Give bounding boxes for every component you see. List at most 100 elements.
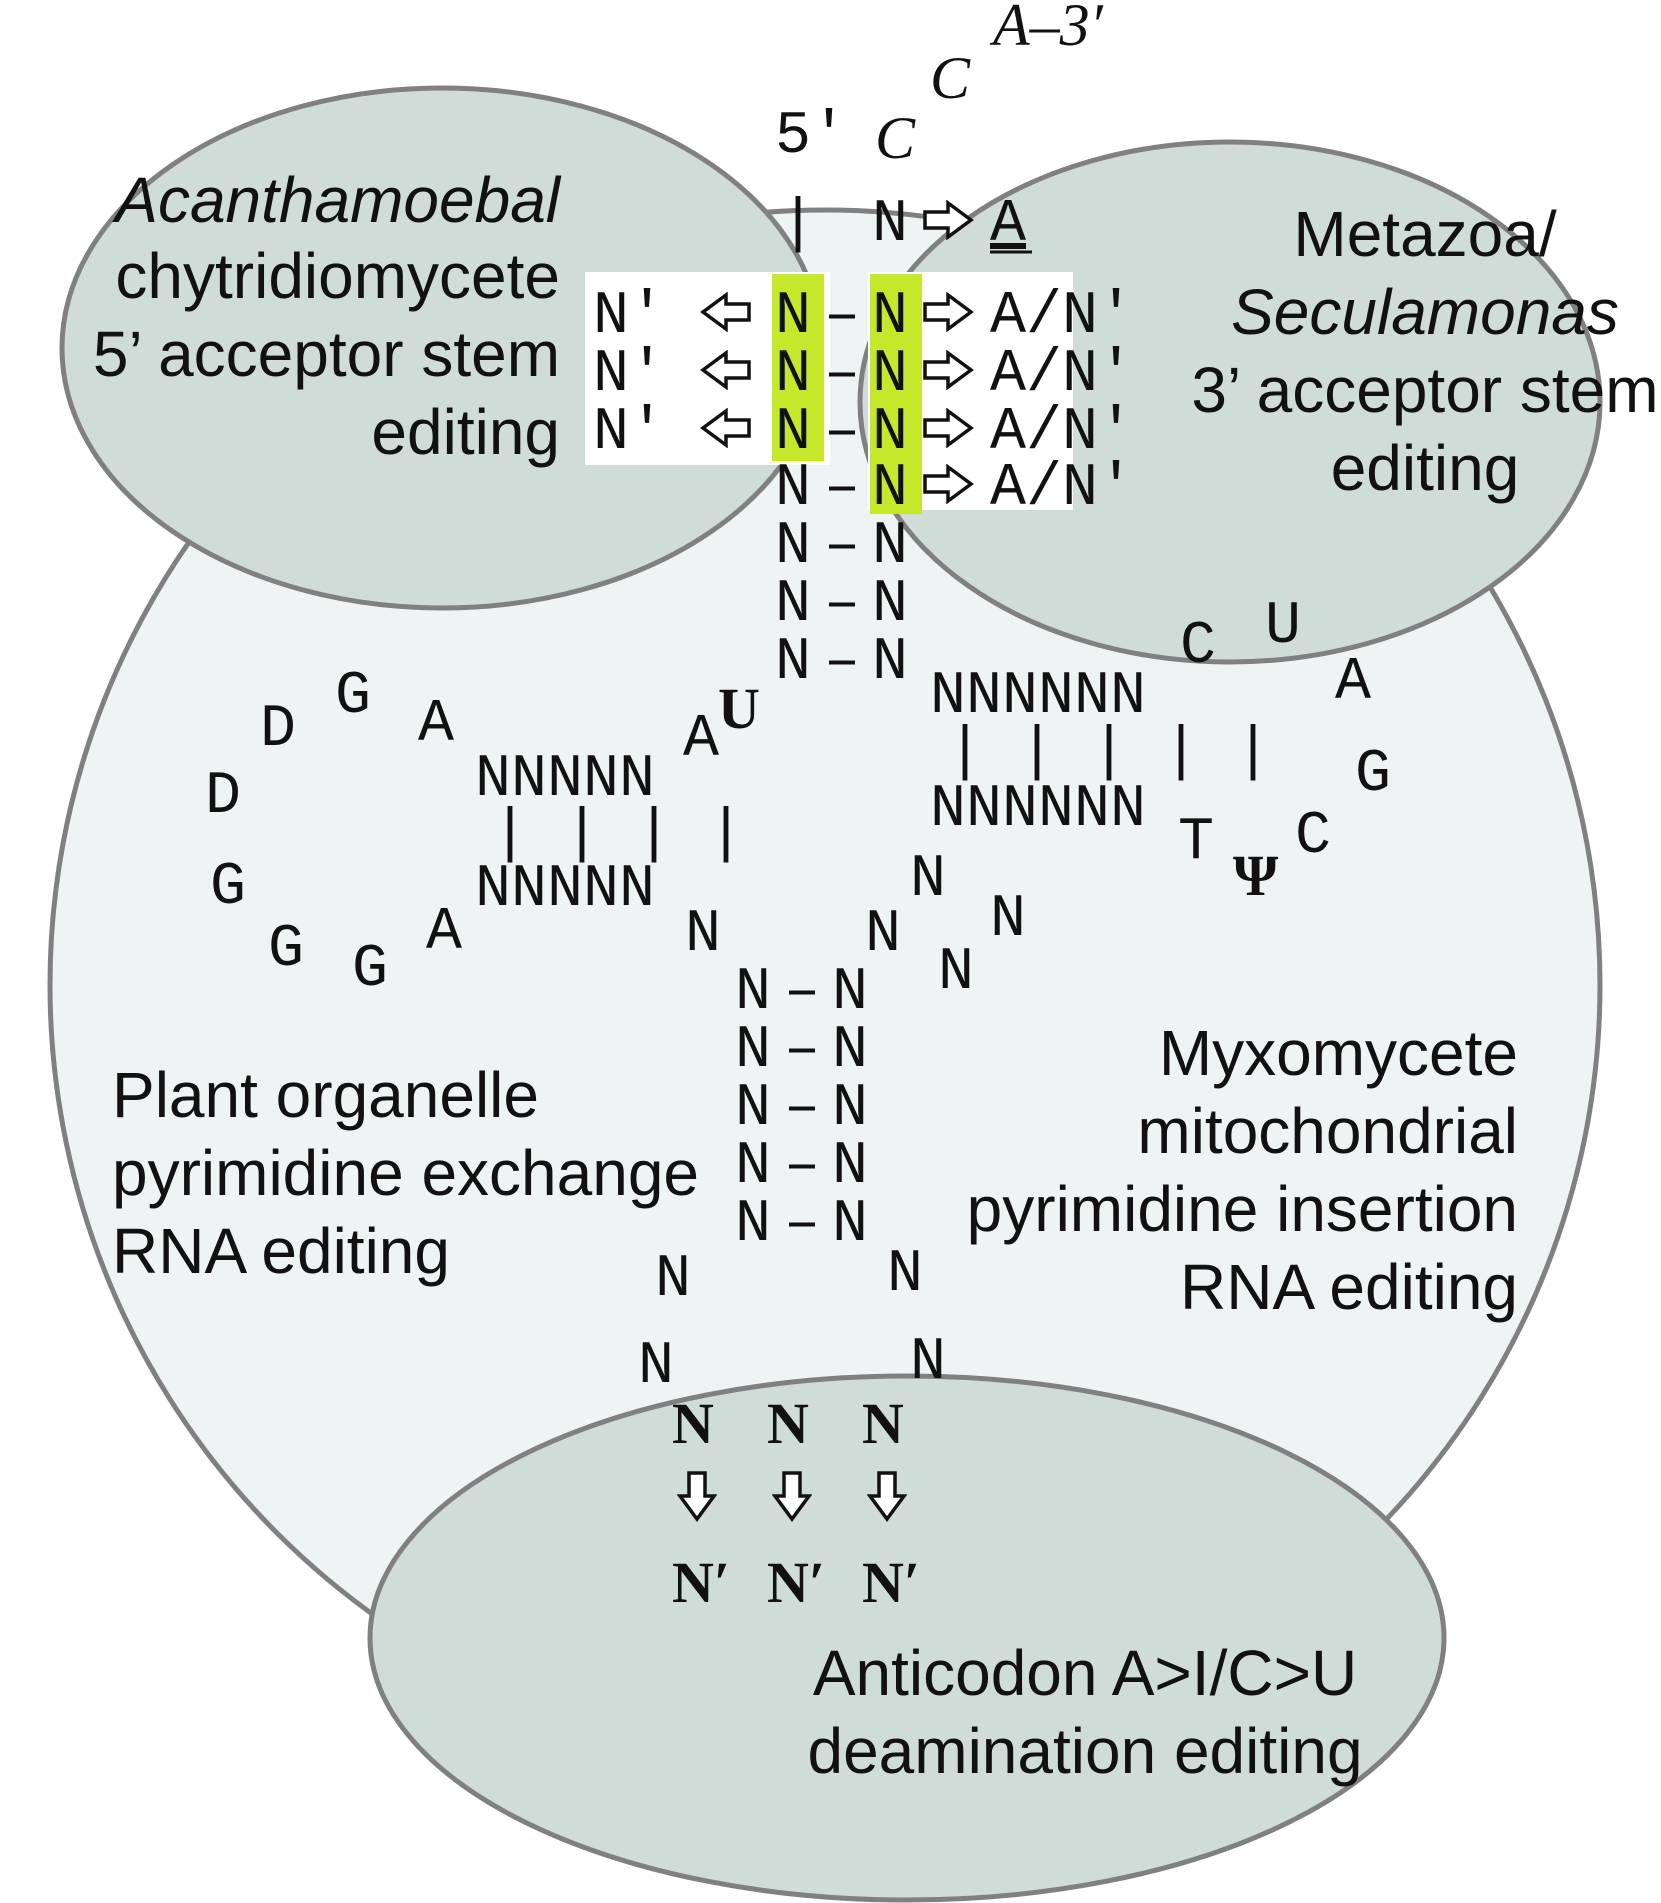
variable-loop-n1: N (910, 846, 946, 914)
t-stem-bars: | | | | | (947, 719, 1271, 787)
d-loop-a1: A (683, 706, 719, 774)
anticodon-stem-row-1: N – N (735, 959, 868, 1027)
acceptor-row-7: N – N (775, 629, 908, 697)
anticodon-n1: N (672, 1391, 714, 1456)
anticodon-loop-n-right1: N (887, 1241, 923, 1309)
t-loop-a: A (1335, 649, 1371, 717)
acceptor-row-1: N′ N – N A/N′ (593, 283, 1134, 351)
t-loop-c2: C (1295, 803, 1331, 871)
d-loop-a2: A (418, 691, 454, 759)
acanth-label-line2: chytridiomycete (115, 240, 560, 312)
anticodon-stem-row-3-n5: N (735, 1075, 771, 1143)
five-prime-label: 5′ (775, 103, 847, 171)
discriminator-n: N (872, 191, 908, 259)
anticodon-stem-row-5-n5: N (735, 1191, 771, 1259)
highlight-5prime-strand (772, 274, 824, 461)
d-loop-d2: D (205, 763, 241, 831)
acceptor-row-2: N′ N – N A/N′ (593, 341, 1134, 409)
acceptor-row-7-dash: – (824, 629, 860, 697)
anticodon-stem-row-3-n3: N (832, 1075, 868, 1143)
anticodon-stem-row-3-dash: – (784, 1075, 820, 1143)
anticodon-stem-row-4-n5: N (735, 1133, 771, 1201)
acanth-label-italic: Acanthamoebal (111, 164, 562, 236)
acceptor-row-2-dash: – (824, 341, 860, 409)
d-stem-bottom: NNNNN (475, 856, 655, 924)
anticodon-stem-row-2-dash: – (784, 1017, 820, 1085)
antic-label-line1: Anticodon A>I/C>U (813, 1637, 1357, 1709)
acceptor-row-3: N′ N – N A/N′ (593, 399, 1134, 467)
acceptor-row-6-dash: – (824, 571, 860, 639)
anticodon-loop-n-right2: N (910, 1329, 946, 1397)
meta-label-line1: Metazoa/ (1293, 198, 1556, 270)
acceptor-row-1-n5: N (775, 283, 811, 351)
anticodon-stem-row-1-n5: N (735, 959, 771, 1027)
cca-c1: C (875, 105, 916, 171)
t-stem-top: NNNNNN (930, 663, 1146, 731)
acceptor-row-5-dash: – (824, 513, 860, 581)
acceptor-row-6-n5: N (775, 571, 811, 639)
anticodon-stem-row-2-n3: N (832, 1017, 868, 1085)
u8-bold: U (718, 676, 760, 741)
five-prime-bar: | (780, 191, 816, 259)
acceptor-row-3-dash: – (824, 399, 860, 467)
t-loop-u: U (1265, 593, 1301, 661)
acceptor-row-2-n5: N (775, 341, 811, 409)
acceptor-row-7-n3: N (872, 629, 908, 697)
plant-label-line2: pyrimidine exchange (112, 1137, 699, 1209)
anticodon-loop-n-left2: N (638, 1333, 674, 1401)
acceptor-row-3-n5: N (775, 399, 811, 467)
t-loop-psi: Ψ (1233, 843, 1279, 908)
acceptor-row-1-dash: – (824, 283, 860, 351)
meta-label-line4: editing (1331, 432, 1520, 504)
d-stem-bars: | | | | (492, 801, 744, 869)
anticodon-stem-row-2-n5: N (735, 1017, 771, 1085)
d-loop-a3: A (426, 899, 462, 967)
acceptor-row-1-left-nprime: N′ (593, 283, 665, 351)
meta-label-italic: Seculamonas (1231, 276, 1619, 348)
anticodon-stem-row-5-dash: – (784, 1191, 820, 1259)
d-loop-g1: G (335, 663, 371, 731)
variable-loop-n4: N (938, 939, 974, 1007)
t-loop-g: G (1355, 741, 1391, 809)
acanth-label-line3: 5’ acceptor stem (93, 318, 560, 390)
anticodon-edited-n2: N′ (767, 1550, 825, 1615)
anticodon-ellipse (367, 1373, 1447, 1903)
variable-loop-n3: N (865, 901, 901, 969)
acceptor-row-2-right-label: A/N′ (990, 341, 1134, 409)
acceptor-row-2-n3: N (872, 341, 908, 409)
acceptor-row-5-n3: N (872, 513, 908, 581)
plant-label-line3: RNA editing (112, 1215, 450, 1287)
acceptor-row-3-left-nprime: N′ (593, 399, 665, 467)
discriminator-a: A (990, 191, 1026, 259)
acceptor-row-3-right-label: A/N′ (990, 399, 1134, 467)
anticodon-stem-row-5: N – N (735, 1191, 868, 1259)
acceptor-row-6-n3: N (872, 571, 908, 639)
acceptor-row-4-dash: – (824, 455, 860, 523)
myxo-label-line1: Myxomycete (1159, 1017, 1518, 1089)
acceptor-row-2-left-nprime: N′ (593, 341, 665, 409)
plant-label-line1: Plant organelle (112, 1059, 539, 1131)
three-prime-end: A–3′ (989, 0, 1104, 58)
cca-c2: C (930, 45, 971, 111)
t-loop-t: T (1178, 809, 1214, 877)
anticodon-stem-row-5-n3: N (832, 1191, 868, 1259)
d-arm-junction-n: N (685, 901, 721, 969)
myxo-label-line3: pyrimidine insertion (967, 1173, 1518, 1245)
variable-loop-n2: N (990, 886, 1026, 954)
t-loop-c1: C (1180, 613, 1216, 681)
anticodon-stem-row-1-dash: – (784, 959, 820, 1027)
acceptor-row-4-n3: N (872, 455, 908, 523)
acceptor-row-5-n5: N (775, 513, 811, 581)
anticodon-edited-n3: N′ (862, 1550, 920, 1615)
highlight-3prime-strand (870, 274, 922, 514)
d-loop-g2: G (210, 854, 246, 922)
antic-label-line2: deamination editing (807, 1715, 1362, 1787)
anticodon-n3: N (862, 1391, 904, 1456)
acceptor-row-3-n3: N (872, 399, 908, 467)
d-loop-d1: D (260, 696, 296, 764)
anticodon-stem-row-2: N – N (735, 1017, 868, 1085)
acceptor-row-4-right-label: A/N′ (990, 455, 1134, 523)
myxo-label-line2: mitochondrial (1137, 1095, 1518, 1167)
meta-label-line3: 3’ acceptor stem (1191, 354, 1658, 426)
